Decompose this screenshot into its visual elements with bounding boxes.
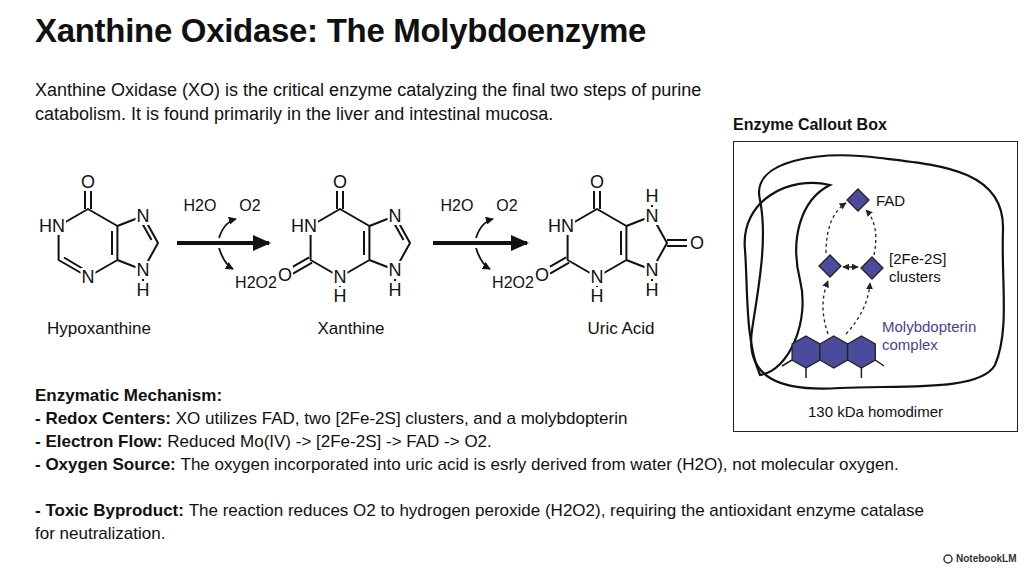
curved-arrow — [219, 219, 236, 238]
xanthine-structure — [290, 189, 410, 289]
bullet-line: - Toxic Byproduct:The reaction reduces O… — [35, 499, 940, 545]
icon-ring — [944, 555, 952, 563]
page-title: Xanthine Oxidase: The Molybdoenzyme — [35, 12, 646, 50]
atom-label: N — [388, 207, 403, 225]
atom-label: HN — [290, 217, 318, 235]
atom-label: N — [645, 261, 660, 279]
watermark-icon — [944, 555, 952, 563]
enzyme-lobe — [745, 183, 830, 375]
molecule: Uric Acid — [530, 170, 712, 340]
atom-label: N — [136, 261, 151, 279]
ring — [820, 336, 848, 368]
curved-arrow — [476, 219, 493, 238]
bullet-term: - Redox Centers: — [35, 409, 171, 428]
dashed-arrow — [823, 281, 828, 334]
enzyme-outline — [745, 155, 1004, 388]
atom-label: H — [136, 281, 151, 299]
callout-box: Enzyme Callout Box130 kDa homodimer — [733, 141, 1018, 432]
atom-label: O2 — [238, 197, 261, 215]
bullet-text: The oxygen incorporated into uric acid i… — [181, 455, 899, 474]
atom-label: O — [534, 266, 550, 284]
atom-label: H2O — [440, 197, 475, 215]
bullet-line: - Redox Centers: XO utilizes FAD, two [2F… — [35, 407, 940, 430]
molybdopterin-icon — [782, 336, 884, 378]
atom-label: HN — [547, 217, 575, 235]
dashed-arrow — [826, 203, 846, 253]
cofactor-diamonds — [819, 189, 883, 279]
atom-label: HN — [38, 217, 66, 235]
atom-label: O — [589, 173, 605, 191]
bullet-text: Reduced Mo(IV) -> [2Fe-2S] -> FAD -> O2. — [167, 432, 492, 451]
atom-label: H2O — [183, 197, 218, 215]
bullet-term: - Oxygen Source: — [35, 455, 176, 474]
compound-name: Hypoxanthine — [47, 318, 151, 340]
dashed-arrow — [846, 283, 870, 334]
atom-label: H — [333, 287, 348, 305]
bullet-line: - Electron Flow:Reduced Mo(IV) -> [2Fe-2… — [35, 430, 940, 453]
compound-name: Uric Acid — [587, 318, 654, 340]
atom-label: H — [388, 281, 403, 299]
atom-label: N — [388, 261, 403, 279]
cofactor-label: Molybdopterin complex — [882, 318, 994, 354]
hypoxanthine-structure — [59, 189, 158, 283]
atom-label: O — [80, 173, 96, 191]
reaction-arrow — [433, 241, 527, 245]
callout-heading: Enzyme Callout Box — [733, 115, 887, 135]
atom-label: N — [590, 268, 605, 286]
stub — [782, 360, 884, 378]
dashed-arrow — [843, 266, 858, 267]
cofactor-label: [2Fe-2S] clusters — [889, 250, 969, 286]
atom-label: N — [81, 268, 96, 286]
atom-label: H — [645, 281, 660, 299]
intro-text: Xanthine Oxidase (XO) is the critical en… — [35, 78, 725, 126]
curved-arrow — [219, 248, 233, 269]
molecule: Hypoxanthine — [24, 170, 174, 340]
ring — [848, 336, 876, 368]
atom-label: N — [136, 207, 151, 225]
atom-label: H2O2 — [491, 274, 535, 292]
ring — [792, 336, 820, 368]
fad-diamond — [847, 189, 869, 211]
atom-label: N — [645, 207, 660, 225]
curved-arrow — [476, 248, 490, 269]
atom-label: O2 — [495, 197, 518, 215]
compound-name: Xanthine — [317, 318, 384, 340]
atom-label: H — [645, 187, 660, 205]
atom-label: H — [590, 287, 605, 305]
fes-diamond — [861, 257, 883, 279]
bullet-line: - Oxygen Source: The oxygen incorporated … — [35, 453, 940, 476]
watermark: NotebookLM — [956, 553, 1017, 565]
uric-acid-structure — [547, 189, 687, 289]
bullet-text: XO utilizes FAD, two [2Fe-2S] clusters, … — [176, 409, 628, 428]
enzyme-size: 130 kDa homodimer — [808, 403, 943, 421]
atom-label: O — [689, 234, 705, 252]
atom-label: N — [333, 268, 348, 286]
bullet-term: - Toxic Byproduct: — [35, 501, 184, 520]
bond — [547, 203, 687, 289]
bullet-term: - Electron Flow: — [35, 432, 163, 451]
section-heading: Enzymatic Mechanism: — [35, 384, 222, 407]
molecule: Xanthine — [272, 170, 430, 340]
dashed-arrow — [866, 210, 876, 255]
reaction-arrow — [177, 241, 269, 245]
cofactor-label: FAD — [876, 192, 905, 210]
atom-label: O — [332, 173, 348, 191]
fes-diamond — [819, 255, 841, 277]
atom-label: H2O2 — [234, 274, 278, 292]
atom-label: O — [277, 266, 293, 284]
bond — [64, 223, 152, 283]
